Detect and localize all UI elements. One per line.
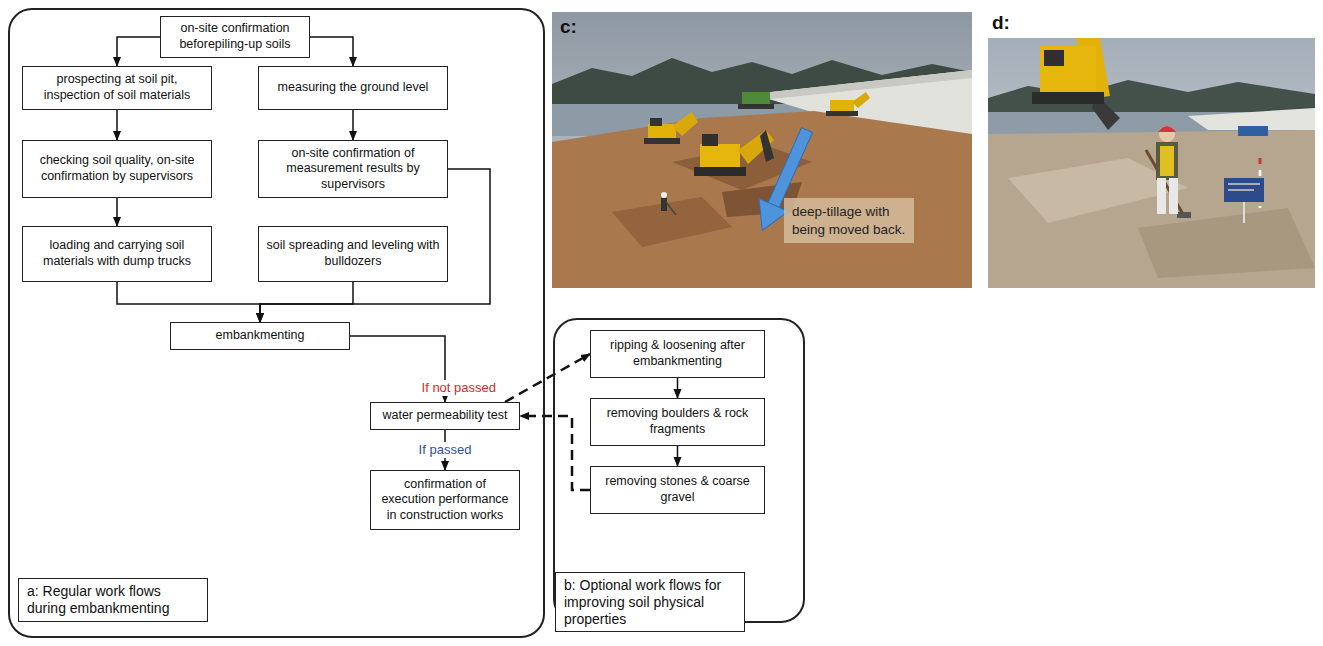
process-box: embankmenting bbox=[170, 322, 350, 350]
photo-field-work bbox=[988, 38, 1315, 288]
box-text: loading and carrying soil materials with… bbox=[28, 238, 206, 269]
edge-label: If not passed bbox=[419, 380, 499, 396]
process-box: on-site confirmation beforepiling-up soi… bbox=[160, 16, 310, 58]
dashed-connector bbox=[505, 354, 590, 402]
box-text: checking soil quality, on-site confirmat… bbox=[28, 153, 206, 184]
box-text: on-site confirmation beforepiling-up soi… bbox=[166, 21, 304, 52]
dashed-connector bbox=[520, 416, 590, 490]
panel-title: a: Regular work flows during embankmenti… bbox=[18, 578, 208, 622]
flow-arrow bbox=[117, 282, 260, 322]
process-box: on-site confirmation of measurement resu… bbox=[258, 140, 448, 198]
process-box: water permeability test bbox=[370, 402, 520, 430]
flow-arrow bbox=[677, 446, 679, 466]
flow-arrow bbox=[116, 198, 118, 226]
process-box: confirmation of execution performance in… bbox=[370, 470, 520, 530]
panel-title: b: Optional work flows for improving soi… bbox=[555, 572, 745, 632]
edge-label: If passed bbox=[416, 442, 475, 458]
process-box: ripping & loosening after embankmenting bbox=[590, 330, 765, 378]
flow-arrow bbox=[677, 378, 679, 398]
box-text: measuring the ground level bbox=[278, 80, 429, 96]
process-box: prospecting at soil pit, inspection of s… bbox=[22, 66, 212, 110]
box-text: ripping & loosening after embankmenting bbox=[596, 338, 759, 369]
panel-frame: b: Optional work flows for improving soi… bbox=[553, 318, 805, 623]
box-text: on-site confirmation of measurement resu… bbox=[264, 146, 442, 193]
box-text: removing boulders & rock fragments bbox=[596, 406, 759, 437]
process-box: measuring the ground level bbox=[258, 66, 448, 110]
photo-annotation: deep-tillage with being moved back. bbox=[784, 198, 914, 243]
box-text: soil spreading and leveling with bulldoz… bbox=[264, 238, 442, 269]
flow-arrow bbox=[260, 282, 353, 322]
box-text: embankmenting bbox=[216, 328, 305, 344]
photo-deep-tillage bbox=[552, 12, 972, 288]
flow-arrow bbox=[116, 110, 118, 140]
box-text: removing stones & coarse gravel bbox=[596, 474, 759, 505]
box-text: prospecting at soil pit, inspection of s… bbox=[28, 72, 206, 103]
process-box: removing boulders & rock fragments bbox=[590, 398, 765, 446]
process-box: checking soil quality, on-site confirmat… bbox=[22, 140, 212, 198]
panel-frame: a: Regular work flows during embankmenti… bbox=[8, 8, 545, 638]
flow-arrow bbox=[117, 37, 160, 66]
flow-arrow bbox=[310, 37, 353, 66]
box-text: confirmation of execution performance in… bbox=[376, 477, 514, 524]
process-box: soil spreading and leveling with bulldoz… bbox=[258, 226, 448, 282]
panel-letter: d: bbox=[992, 12, 1010, 34]
panel-letter: c: bbox=[560, 16, 577, 38]
process-box: removing stones & coarse gravel bbox=[590, 466, 765, 514]
flow-arrow bbox=[352, 110, 354, 140]
process-box: loading and carrying soil materials with… bbox=[22, 226, 212, 282]
box-text: water permeability test bbox=[382, 408, 507, 424]
